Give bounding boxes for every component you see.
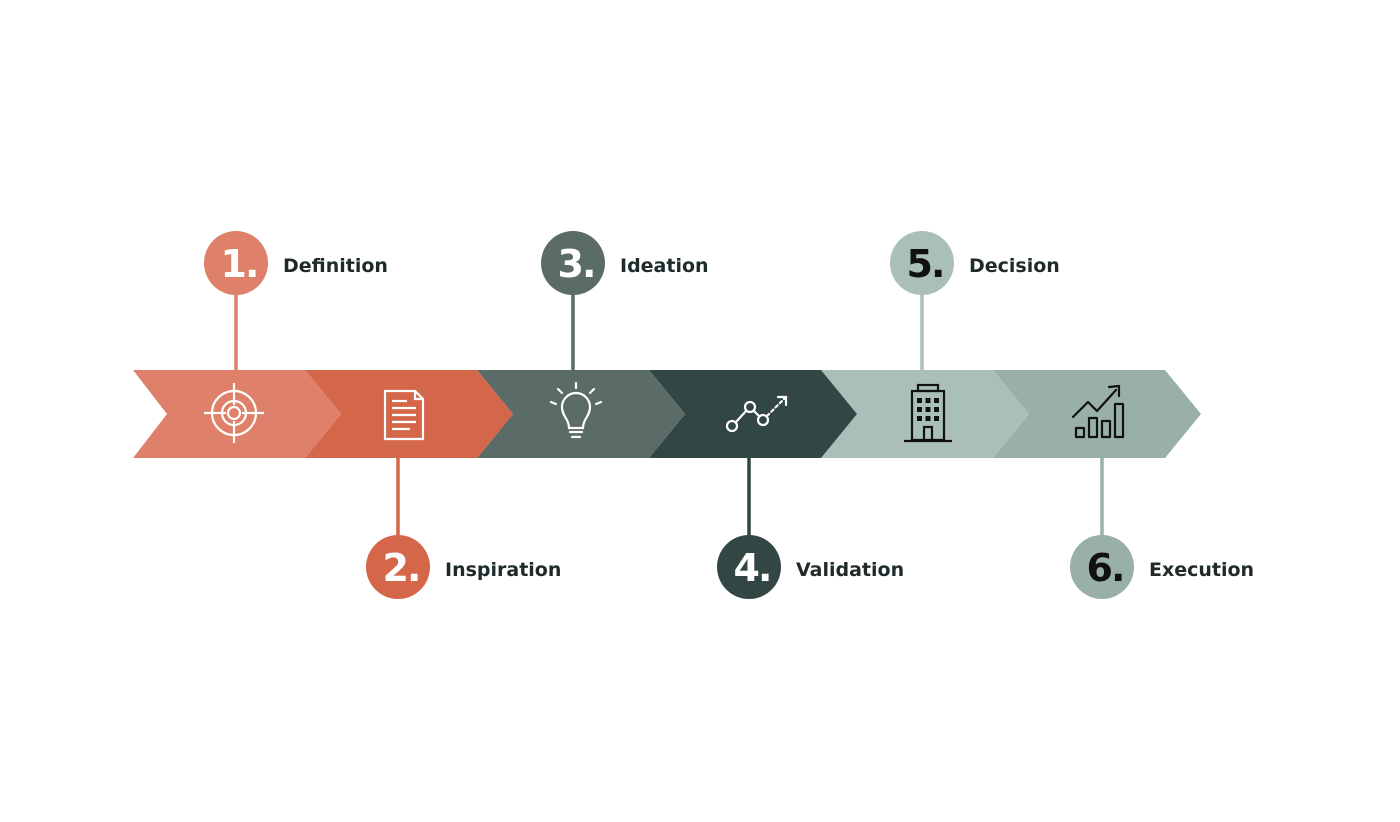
arrow-segment-4 [649, 370, 857, 458]
step-number-badge [541, 231, 605, 295]
step-label: Definition [283, 255, 388, 277]
step-5: 5. Decision [890, 231, 1060, 295]
step-1: 1. Definition [204, 231, 388, 295]
arrow-segment-5 [821, 370, 1029, 458]
step-number: 1. [221, 242, 258, 286]
step-6: 6. Execution [1070, 535, 1254, 599]
step-number: 5. [907, 242, 944, 286]
arrow-band [133, 370, 1201, 458]
step-label: Validation [796, 559, 904, 581]
step-number: 4. [734, 546, 771, 590]
step-number-badge [366, 535, 430, 599]
target-icon [204, 383, 264, 443]
building-icon [904, 383, 952, 443]
step-badges: 1. Definition 2. Inspiration 3. Ideation 4. Val… [204, 231, 1254, 599]
step-label: Inspiration [445, 559, 561, 581]
step-icons [204, 381, 1125, 443]
step-number: 3. [558, 242, 595, 286]
arrow-segment-1 [133, 370, 341, 458]
arrow-segment-3 [477, 370, 685, 458]
step-3: 3. Ideation [541, 231, 709, 295]
connector-lines [234, 293, 1104, 537]
step-number-badge [1070, 535, 1134, 599]
step-2: 2. Inspiration [366, 535, 561, 599]
step-number-badge [204, 231, 268, 295]
trend-line-icon [725, 395, 788, 433]
document-icon [383, 389, 425, 441]
step-label: Ideation [620, 255, 709, 277]
step-number: 6. [1087, 546, 1124, 590]
step-label: Decision [969, 255, 1060, 277]
step-4: 4. Validation [717, 535, 904, 599]
step-number: 2. [383, 546, 420, 590]
step-label: Execution [1149, 559, 1254, 581]
growth-chart-icon [1071, 384, 1125, 439]
arrow-segment-6 [993, 370, 1201, 458]
lightbulb-icon [549, 381, 603, 439]
step-number-badge [890, 231, 954, 295]
step-number-badge [717, 535, 781, 599]
